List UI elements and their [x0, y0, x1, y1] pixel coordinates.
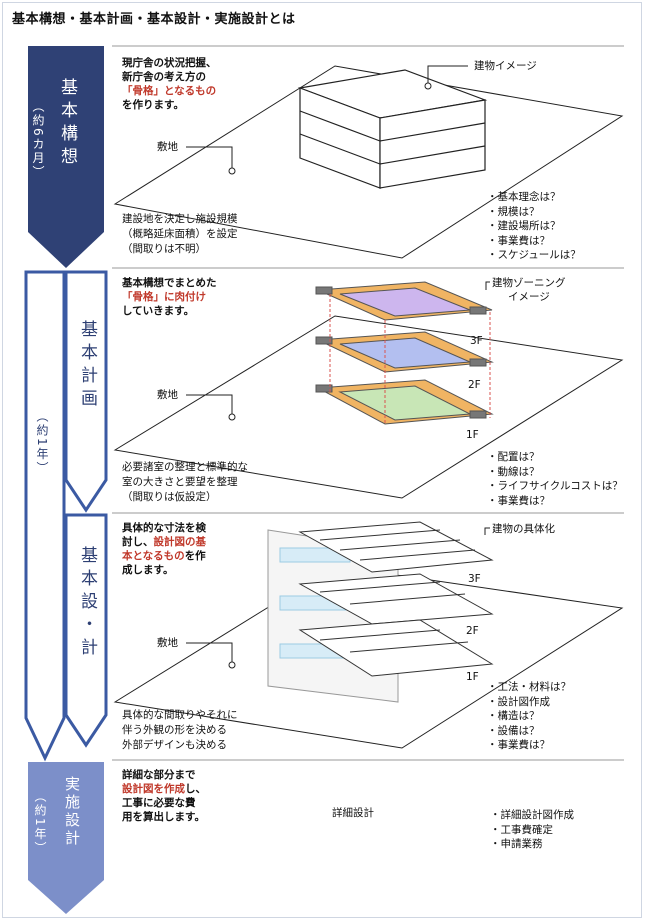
keikaku-desc-highlight: 「骨格」に肉付け	[122, 291, 206, 303]
sekkei-desc-3: 本となるものを作	[122, 549, 206, 563]
list-item: ・工事費確定	[490, 823, 553, 836]
site-label-3: 敷地	[157, 637, 178, 649]
sekkei-desc-2: 討し、設計図の基	[122, 535, 206, 549]
label-kihon-koso: 基本構想	[57, 78, 77, 170]
leader-building	[427, 65, 468, 84]
site-label-2: 敷地	[157, 389, 178, 401]
list-item: ・規模は？	[487, 205, 540, 218]
leader-site-2	[186, 394, 233, 414]
period-kihon-koso: （約6カ月）	[31, 100, 45, 180]
sekkei-desc-1: 具体的な寸法を検	[122, 522, 206, 534]
keikaku-checklist: ・配置は？ ・動線は？ ・ライフサイクルコストは？ ・事業費は？	[487, 450, 623, 508]
sekkei-desc-2-red: 設計図の基	[153, 536, 207, 548]
arrow-combined-period	[24, 270, 66, 762]
sekkei-note-3: 外部デザインも決める	[122, 739, 227, 751]
period-jisshi-sekkei: （約1年）	[33, 790, 47, 856]
jisshi-desc-2: 設計図を作成し、	[122, 782, 206, 796]
floor-3f-label: 3F	[470, 335, 483, 347]
period-combined: （約1年）	[35, 410, 49, 476]
building-image	[297, 69, 488, 189]
building-image-label: 建物イメージ	[474, 60, 537, 72]
leader-zoning	[485, 281, 490, 290]
arrow-kihon-koso	[28, 46, 104, 268]
arrow-jisshi-sekkei	[28, 762, 104, 914]
jisshi-desc-1: 詳細な部分まで	[122, 769, 196, 781]
list-item: ・動線は？	[487, 465, 540, 478]
list-item: ・設計図作成	[487, 695, 550, 708]
list-item: ・ライフサイクルコストは？	[487, 480, 623, 492]
arrow-kihon-sekkei	[64, 513, 108, 748]
list-item: ・構造は？	[487, 710, 540, 722]
koso-note-1: 建設地を決定し施設規模	[122, 213, 238, 225]
label-jisshi-sekkei: 実施設計	[63, 776, 81, 848]
jisshi-checklist: ・詳細設計図作成 ・工事費確定 ・申請業務	[490, 808, 574, 852]
site-label-1: 敷地	[157, 141, 178, 153]
zoning-label-2: イメージ	[508, 291, 550, 303]
list-item: ・事業費は？	[487, 494, 550, 507]
list-item: ・事業費は？	[487, 739, 550, 751]
label-kihon-sekkei: 基本設・計	[77, 546, 97, 661]
sekkei-note-1: 具体的な間取りやそれに	[122, 709, 238, 721]
list-item: ・配置は？	[487, 451, 540, 463]
keikaku-note-1: 必要諸室の整理と標準的な	[122, 461, 248, 473]
sekkei-note-2: 伴う外観の形を決める	[122, 724, 227, 736]
koso-note-2: （概略延床面積）を設定	[122, 228, 238, 240]
page-title: 基本構想・基本計画・基本設計・実施設計とは	[12, 12, 296, 27]
koso-desc-2: 新庁舎の考え方の	[122, 71, 206, 83]
leader-site-1	[186, 146, 233, 168]
koso-checklist: ・基本理念は？ ・規模は？ ・建設場所は？ ・事業費は？ ・スケジュールは？	[487, 190, 581, 263]
koso-note-3: （間取りは不明）	[122, 243, 206, 255]
detail-label: 建物の具体化	[492, 523, 555, 535]
site-plane-3	[113, 565, 624, 749]
keikaku-desc-end: していきます。	[122, 305, 195, 317]
list-item: ・詳細設計図作成	[490, 809, 574, 821]
list-item: ・事業費は？	[487, 234, 550, 247]
arrow-kihon-keikaku	[64, 270, 108, 513]
list-item: ・建設場所は？	[487, 220, 561, 232]
detail-design-label: 詳細設計	[332, 807, 374, 819]
zoning-label-1: 建物ゾーニング	[492, 277, 566, 289]
floor-2f-plan-label: 2F	[466, 625, 479, 637]
koso-desc-1: 現庁舎の状況把握、	[122, 57, 217, 69]
jisshi-desc-2-suffix: し、	[185, 783, 206, 795]
floor-1f-plan-label: 1F	[466, 671, 479, 683]
sekkei-desc-3-plain: を作	[184, 550, 206, 562]
list-item: ・設備は？	[487, 724, 540, 737]
list-item: ・スケジュールは？	[487, 249, 581, 261]
keikaku-desc-1: 基本構想でまとめた	[122, 277, 217, 289]
site-plane-1	[113, 65, 624, 259]
sekkei-checklist: ・工法・材料は？ ・設計図作成 ・構造は？ ・設備は？ ・事業費は？	[487, 680, 571, 753]
sekkei-desc-3-red: 本となるもの	[122, 550, 185, 562]
leader-site-3	[186, 642, 233, 662]
list-item: ・基本理念は？	[487, 191, 561, 203]
koso-desc-highlight: 「骨格」となるもの	[122, 85, 217, 97]
sekkei-desc-4: 成します。	[122, 564, 174, 576]
list-item: ・工法・材料は？	[487, 681, 571, 693]
keikaku-note-3: （間取りは仮設定）	[122, 491, 217, 503]
jisshi-desc-3: 工事に必要な費	[122, 797, 196, 809]
floor-1f-label: 1F	[466, 429, 479, 441]
floor-2f-label: 2F	[468, 379, 481, 391]
jisshi-desc-4: 用を算出します。	[122, 811, 205, 823]
label-kihon-keikaku: 基本計画	[77, 320, 97, 412]
leader-detail	[484, 527, 490, 535]
koso-desc-end: を作ります。	[122, 99, 184, 111]
jisshi-desc-2-red: 設計図を作成	[122, 783, 185, 795]
floor-3f-plan-label: 3F	[468, 573, 481, 585]
detail-plans	[267, 521, 494, 703]
list-item: ・申請業務	[490, 838, 543, 850]
site-plane-2	[113, 315, 624, 499]
keikaku-note-2: 室の大きさと要望を整理	[122, 476, 238, 488]
sekkei-desc-2-plain: 討し、	[122, 536, 154, 548]
zoning-image	[315, 281, 494, 425]
